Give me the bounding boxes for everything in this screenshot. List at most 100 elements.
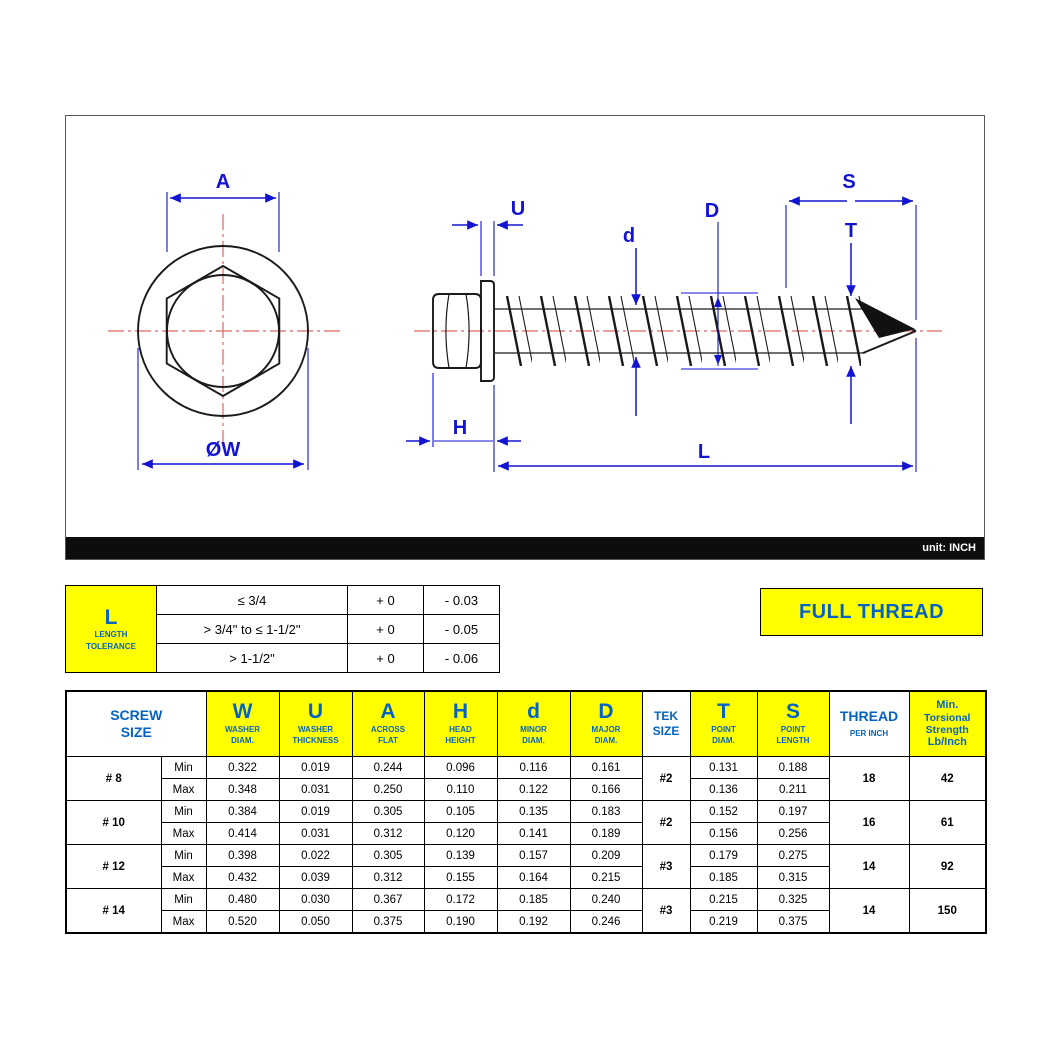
spec-table: SCREW SIZE W WASHER DIAM. U WASHER THICK… [65, 690, 987, 934]
screw-size-cell: # 12 [65, 844, 162, 889]
tolerance-minus: - 0.06 [423, 643, 500, 673]
thread-per-inch-cell: 16 [828, 800, 910, 845]
dim-l: L [493, 338, 917, 472]
col-header-a: A ACROSS FLAT [351, 690, 425, 757]
col-header-w: W WASHER DIAM. [205, 690, 280, 757]
cell: 0.256 [756, 822, 830, 845]
cell: 0.189 [569, 822, 643, 845]
cell: 0.185 [689, 866, 758, 889]
screw-size-cell: # 10 [65, 800, 162, 845]
cell: 0.215 [689, 888, 758, 911]
unit-label: unit: INCH [922, 542, 976, 554]
table-row: # 10 Min 0.384 0.019 0.305 0.105 0.135 0… [65, 800, 987, 845]
thread-per-inch-cell: 14 [828, 888, 910, 934]
cell: 0.275 [756, 844, 830, 867]
cell: 0.135 [496, 800, 571, 823]
cell: 0.246 [569, 910, 643, 934]
cell: 0.312 [351, 822, 425, 845]
cell: 0.384 [205, 800, 280, 823]
table-row: Max 0.432 0.039 0.312 0.155 0.164 0.215 … [66, 866, 986, 889]
dim-label-h: H [453, 417, 467, 439]
tolerance-condition: > 3/4" to ≤ 1-1/2" [156, 614, 348, 644]
cell: 0.520 [205, 910, 280, 934]
tolerance-key-line1: LENGTH [94, 630, 128, 640]
diagram-panel: A ØW U d [65, 115, 985, 560]
col-header-t: T POINT DIAM. [689, 690, 758, 757]
tolerance-key-line2: TOLERANCE [86, 641, 136, 651]
cell: 0.166 [569, 778, 643, 801]
dim-t: T [845, 220, 857, 424]
minmax-label: Min [160, 844, 207, 867]
col-header-h: H HEAD HEIGHT [423, 690, 498, 757]
dim-label-w: ØW [206, 439, 241, 461]
tolerance-minus: - 0.05 [423, 614, 500, 644]
cell: 0.122 [496, 778, 571, 801]
cell: 0.432 [205, 866, 280, 889]
dim-d-major: D [681, 200, 758, 370]
cell: 0.157 [496, 844, 571, 867]
cell: 0.185 [496, 888, 571, 911]
cell: 0.348 [205, 778, 280, 801]
col-header-d-major: D MAJOR DIAM. [569, 690, 643, 757]
minmax-label: Max [160, 822, 207, 845]
dim-s: S [785, 171, 917, 320]
cell: 0.414 [205, 822, 280, 845]
minmax-label: Max [160, 778, 207, 801]
cell: 0.050 [278, 910, 353, 934]
screw-size-cell: # 14 [65, 888, 162, 934]
dim-a: A [166, 171, 280, 252]
cell: 0.305 [351, 800, 425, 823]
col-header-d-minor: d MINOR DIAM. [496, 690, 571, 757]
cell: 0.031 [278, 778, 353, 801]
cell: 0.192 [496, 910, 571, 934]
cell: 0.039 [278, 866, 353, 889]
col-header-u: U WASHER THICKNESS [278, 690, 353, 757]
cell: 0.116 [496, 756, 571, 779]
col-header-screw-size: SCREW SIZE [65, 690, 207, 757]
minmax-label: Min [160, 756, 207, 779]
tolerance-plus: + 0 [347, 643, 424, 673]
cell: 0.209 [569, 844, 643, 867]
cell: 0.022 [278, 844, 353, 867]
full-thread-label: FULL THREAD [798, 600, 945, 623]
col-header-s: S POINT LENGTH [756, 690, 830, 757]
dim-label-d-minor: d [623, 225, 635, 247]
tolerance-row: L LENGTH TOLERANCE ≤ 3/4 + 0 - 0.03 [65, 585, 500, 673]
tolerance-row: > 3/4" to ≤ 1-1/2" + 0 - 0.05 [66, 614, 500, 644]
cell: 0.240 [569, 888, 643, 911]
cell: 0.322 [205, 756, 280, 779]
cell: 0.164 [496, 866, 571, 889]
cell: 0.211 [756, 778, 830, 801]
minmax-label: Max [160, 866, 207, 889]
dim-h: H [406, 373, 521, 447]
torsion-cell: 61 [908, 800, 987, 845]
cell: 0.152 [689, 800, 758, 823]
cell: 0.031 [278, 822, 353, 845]
cell: 0.179 [689, 844, 758, 867]
minmax-label: Min [160, 888, 207, 911]
tolerance-key-cell: L LENGTH TOLERANCE [65, 585, 157, 673]
cell: 0.367 [351, 888, 425, 911]
cell: 0.030 [278, 888, 353, 911]
tek-size-cell: #3 [641, 888, 691, 934]
cell: 0.375 [351, 910, 425, 934]
cell: 0.019 [278, 800, 353, 823]
cell: 0.480 [205, 888, 280, 911]
cell: 0.325 [756, 888, 830, 911]
cell: 0.096 [423, 756, 498, 779]
dim-w: ØW [137, 348, 309, 470]
thread-section [498, 296, 861, 366]
table-row: # 12 Min 0.398 0.022 0.305 0.139 0.157 0… [65, 844, 987, 889]
front-view [137, 245, 309, 417]
cell: 0.136 [689, 778, 758, 801]
thread-per-inch-cell: 14 [828, 844, 910, 889]
tolerance-minus: - 0.03 [423, 585, 500, 615]
cell: 0.110 [423, 778, 498, 801]
table-row: # 8 Min 0.322 0.019 0.244 0.096 0.116 0.… [65, 756, 987, 801]
cell: 0.120 [423, 822, 498, 845]
dim-label-a: A [216, 171, 230, 193]
cell: 0.398 [205, 844, 280, 867]
cell: 0.312 [351, 866, 425, 889]
unit-bar: unit: INCH [66, 537, 984, 559]
